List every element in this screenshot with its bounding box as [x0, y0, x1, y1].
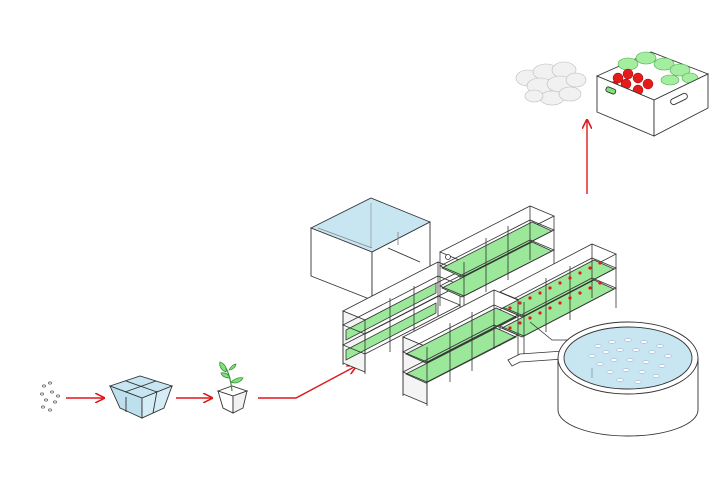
grow-rack-back-left [342, 261, 461, 374]
arrow-pot-to-racks [258, 366, 356, 399]
crate-lettuce [617, 51, 699, 86]
tomato-dots [508, 261, 602, 330]
process-arrows [66, 120, 587, 398]
grow-rack-front [402, 289, 519, 406]
seeds-icon [40, 381, 60, 412]
seedling-pot-icon [216, 361, 249, 414]
germination-tray-icon [108, 375, 174, 419]
aquaponic-grow-racks [342, 205, 617, 406]
grow-rack-back-middle [439, 205, 555, 316]
fish-school [588, 338, 672, 384]
harvest-crate [595, 51, 710, 137]
fish-tank [557, 321, 699, 437]
water-reservoir-tank [309, 197, 432, 301]
crate-handle-left [605, 86, 617, 95]
grow-rack-right-tomatoes [499, 243, 617, 356]
crate-handle-right [670, 92, 688, 106]
harvested-lettuce-pile [515, 61, 587, 106]
